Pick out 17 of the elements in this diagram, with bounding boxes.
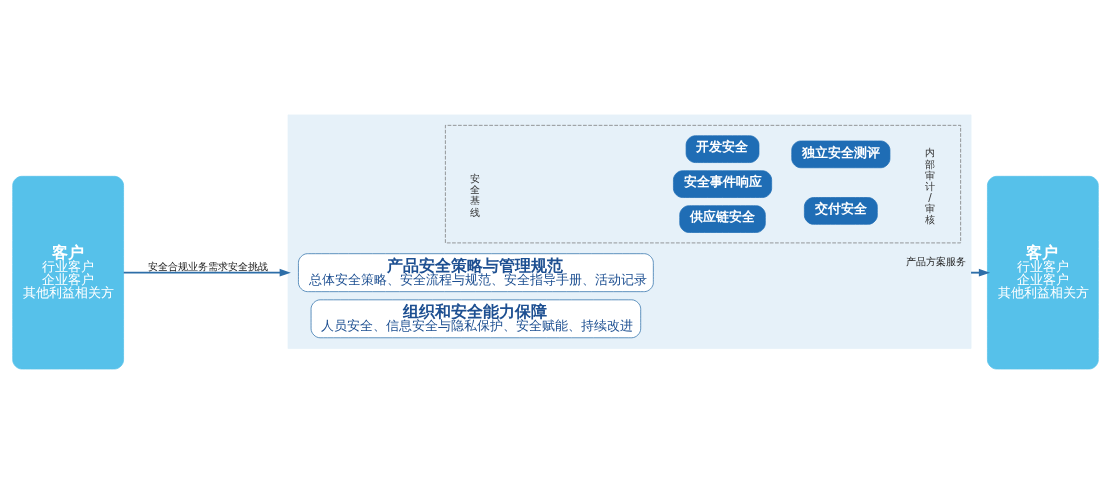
node-box: 产品安全策略与管理规范 总体安全策略、安全流程与规范、安全指导手册、活动记录 [298,253,654,292]
cluster [445,124,961,244]
node-box: 交付安全 [804,197,878,225]
cluster [287,114,972,349]
node-box: 独立安全测评 [791,140,891,169]
arrow [122,268,291,277]
node-box: 组织和安全能力保障 人员安全、信息安全与隐私保护、安全赋能、持续改进 [310,299,642,339]
edge-label: 安全合规业务需求安全挑战 [147,259,268,272]
node-label: 内部审计/审核 [924,146,935,226]
node-box: 客户 行业客户 企业客户 其他利益相关方 [12,175,124,370]
edge-label: 产品方案服务 [906,254,967,267]
node-box: 开发安全 [685,135,760,163]
node-box: 供应链安全 [679,205,766,233]
node-box: 客户 行业客户 企业客户 其他利益相关方 [987,175,1099,370]
node-label: 安全基线 [470,172,481,218]
node-box: 安全事件响应 [673,170,772,198]
arrow [970,268,991,277]
